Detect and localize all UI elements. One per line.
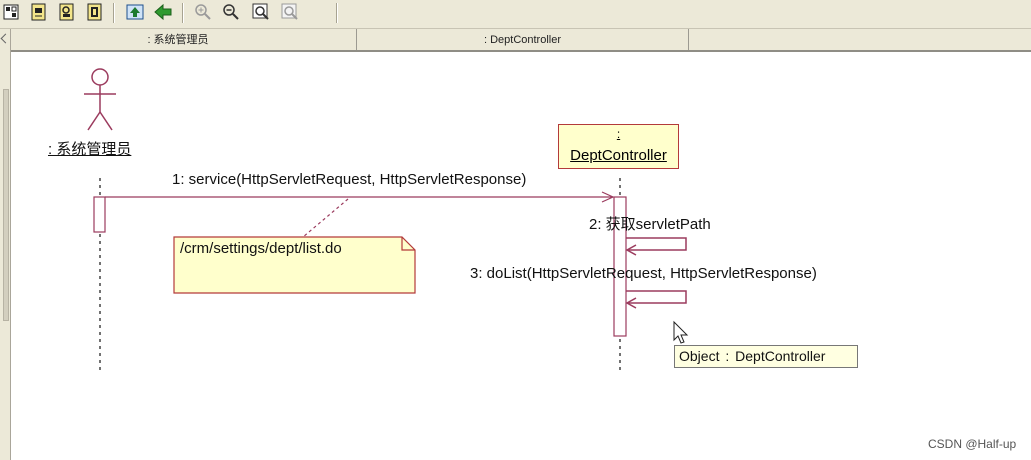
message-2-arrowhead: [625, 244, 637, 256]
header-column-actor[interactable]: : 系统管理员: [0, 29, 357, 50]
message-1-arrowhead: [601, 191, 615, 203]
lifeline-header: : 系统管理员 : DeptController: [0, 29, 1031, 52]
note-fold: [401, 237, 415, 251]
header-column-controller[interactable]: : DeptController: [357, 29, 689, 50]
toolbar-separator: [182, 3, 183, 23]
zoom-page-icon[interactable]: [280, 2, 300, 22]
note-text: /crm/settings/dept/list.do: [180, 240, 342, 257]
message-3-label[interactable]: 3: doList(HttpServletRequest, HttpServle…: [470, 265, 817, 282]
zoom-fit-icon[interactable]: [251, 2, 271, 22]
object-tooltip: Object : DeptController: [674, 345, 858, 368]
message-2-label[interactable]: 2: 获取servletPath: [589, 216, 711, 233]
header-column-controller-label: : DeptController: [483, 34, 562, 46]
zoom-out-icon[interactable]: [221, 2, 241, 22]
toolbar-separator: [113, 3, 114, 23]
image-icon[interactable]: [57, 2, 77, 22]
actor-label[interactable]: : 系统管理员: [48, 141, 132, 158]
note-anchor-line: [302, 198, 349, 238]
actor-activation-bar[interactable]: [93, 196, 106, 233]
page-icon[interactable]: [29, 2, 49, 22]
ruler-track[interactable]: [3, 89, 9, 321]
up-icon[interactable]: [125, 2, 145, 22]
controller-object-box[interactable]: : DeptController: [558, 124, 679, 169]
diagram-icon[interactable]: [1, 2, 21, 22]
tooltip-text: Object : DeptController: [679, 348, 826, 364]
toolbar-separator: [336, 3, 337, 23]
zoom-in-icon[interactable]: [193, 2, 213, 22]
message-3-arrowhead: [625, 297, 637, 309]
copy-icon[interactable]: [85, 2, 105, 22]
header-column-actor-label: : 系统管理员: [147, 34, 209, 46]
message-2-arrow[interactable]: [626, 237, 687, 251]
message-3-arrow[interactable]: [626, 290, 687, 304]
toolbar: [0, 0, 1031, 29]
back-icon[interactable]: [153, 2, 173, 22]
watermark: CSDN @Half-up: [928, 437, 1017, 451]
note-box[interactable]: [173, 236, 416, 294]
vertical-ruler[interactable]: [0, 29, 11, 460]
mouse-cursor-icon: [673, 320, 689, 344]
controller-activation-bar[interactable]: [613, 196, 627, 337]
controller-name: DeptController: [570, 147, 667, 164]
controller-colon: :: [616, 127, 621, 141]
message-1-label[interactable]: 1: service(HttpServletRequest, HttpServl…: [172, 171, 527, 188]
actor-figure[interactable]: [84, 68, 116, 131]
